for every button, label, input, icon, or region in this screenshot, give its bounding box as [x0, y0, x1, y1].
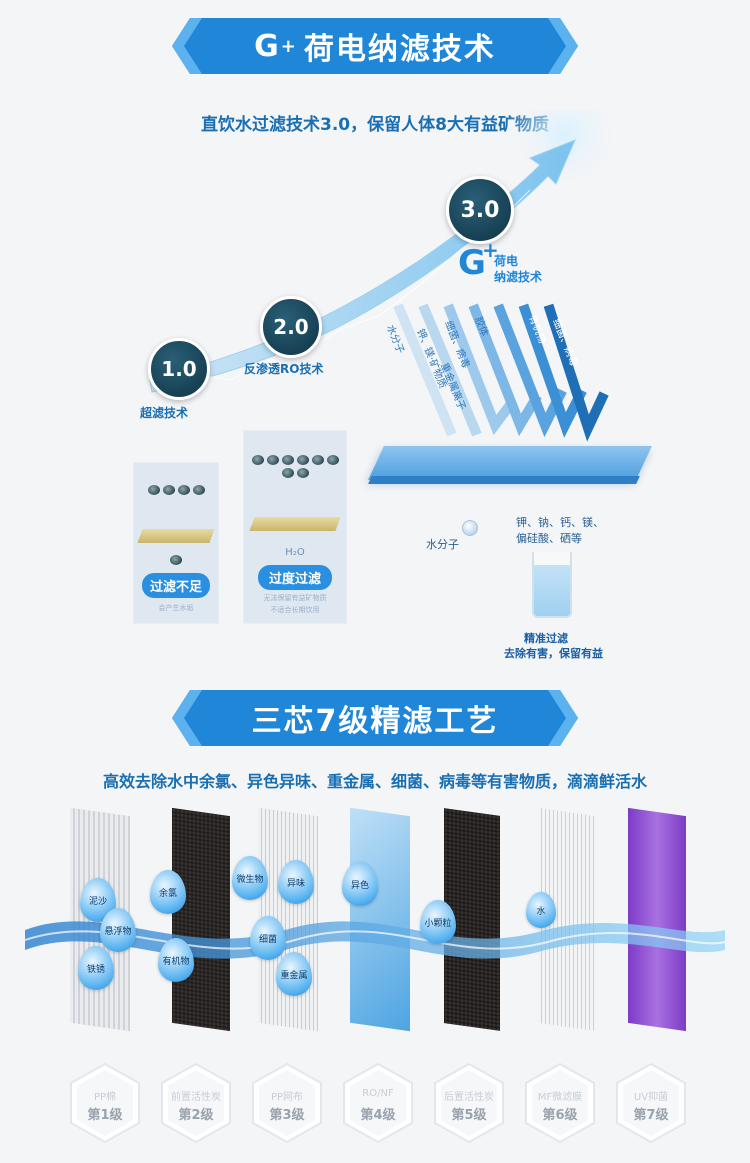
membrane-layer	[249, 517, 341, 531]
stage-1-badge: 1.0	[148, 338, 210, 400]
water-molecule-icon	[462, 520, 478, 536]
process-banner: 三芯7级精滤工艺	[172, 690, 578, 746]
drop-rust: 铁锈	[78, 946, 114, 990]
insufficient-filter-label: 过滤不足	[142, 573, 210, 598]
logo-line1: 荷电	[494, 254, 519, 268]
stage-badge-7: UV抑菌第7级	[614, 1062, 688, 1144]
stage-badge-level: 第3级	[269, 1108, 305, 1123]
over-filter-caption-2: 不适合长期饮用	[270, 606, 320, 614]
stage-3-badge: 3.0	[446, 176, 514, 244]
stage-badge-3: PP网布第3级	[250, 1062, 324, 1144]
logo-line2: 纳滤技术	[494, 270, 543, 284]
banner-title: 荷电纳滤技术	[303, 32, 496, 67]
stage-2-badge: 2.0	[260, 296, 322, 358]
particle-icon	[281, 455, 294, 465]
stage-badge-2: 前置活性炭第2级	[159, 1062, 233, 1144]
panel-insufficient-filter: 过滤不足 会产生水垢	[133, 462, 219, 624]
logo-brand: G	[458, 243, 486, 283]
banner-brand-sup: +	[280, 35, 298, 57]
particle-icon	[311, 455, 324, 465]
particle-icon	[147, 485, 160, 495]
drop-water: 水	[526, 892, 556, 928]
particle-icon	[170, 555, 182, 565]
stage-badge-level: 第2级	[178, 1108, 214, 1123]
drop-suspended: 悬浮物	[100, 908, 136, 952]
process-banner-title: 三芯7级精滤工艺	[251, 704, 499, 739]
water-glass-icon	[532, 552, 572, 618]
membrane-layer	[137, 529, 215, 543]
stage-badge-name: UV抑菌	[633, 1092, 669, 1103]
stage-badge-name: 前置活性炭	[171, 1092, 221, 1103]
particle-icon	[192, 485, 205, 495]
stage-badge-level: 第6级	[542, 1108, 578, 1123]
top-banner: G+ 荷电纳滤技术	[172, 18, 578, 74]
stage-badge-name: PP棉	[93, 1092, 117, 1103]
section2-subtitle: 高效去除水中余氯、异色异味、重金属、细菌、病毒等有害物质，滴滴鲜活水	[102, 772, 647, 791]
stage-badge-name: MF微滤膜	[537, 1092, 583, 1103]
stage-badge-level: 第5级	[451, 1108, 487, 1123]
stage-1-label: 超滤技术	[140, 406, 189, 420]
particle-icon	[326, 455, 339, 465]
stage-2-number: 2.0	[273, 315, 309, 339]
particle-icon	[177, 485, 190, 495]
section1-subtitle: 直饮水过滤技术3.0，保留人体8大有益矿物质	[201, 115, 549, 135]
stage-badge-1: PP棉第1级	[68, 1062, 142, 1144]
particle-icon	[162, 485, 175, 495]
stage-badges: document.write(''); PP棉第1级前置活性炭第2级PP网布第3…	[0, 1062, 750, 1152]
drop-bacteria: 细菌	[250, 916, 286, 960]
stage-2-label: 反渗透RO技术	[244, 362, 324, 376]
over-filter-label: 过度过滤	[258, 565, 332, 590]
h2o-label: H₂O	[285, 547, 305, 558]
water-molecule-label: 水分子	[426, 538, 459, 551]
result-line-1: 精准过滤	[524, 632, 568, 645]
drop-microbe: 微生物	[232, 856, 268, 900]
gplus-logo: G + 荷电 纳滤技术	[458, 238, 568, 286]
banner-brand: G	[254, 28, 281, 64]
stage-badge-level: 第4级	[360, 1108, 396, 1123]
stage-1-number: 1.0	[161, 357, 197, 381]
drop-small-particle: 小颗粒	[420, 900, 456, 944]
stage-3-number: 3.0	[460, 197, 500, 223]
minerals-label-2: 偏硅酸、硒等	[516, 532, 582, 545]
drop-chlorine: 余氯	[150, 870, 186, 914]
particle-icon	[251, 455, 264, 465]
water-flow-graphic	[25, 921, 725, 959]
drop-heavy-metal: 重金属	[276, 952, 312, 996]
particle-icon	[281, 468, 294, 478]
stage-badge-name: PP网布	[270, 1092, 304, 1103]
particle-icon	[296, 468, 309, 478]
drop-organic: 有机物	[158, 938, 194, 982]
membrane-edge	[368, 476, 640, 484]
stage-badge-5: 后置活性炭第5级	[432, 1062, 506, 1144]
nanofiltration-membrane	[368, 446, 652, 480]
result-line-2: 去除有害，保留有益	[504, 647, 603, 660]
stage-badge-name: RO/NF	[362, 1088, 394, 1099]
stage-badge-level: 第7级	[633, 1108, 669, 1123]
particle-icon	[266, 455, 279, 465]
filter-bands-graphic	[393, 303, 609, 442]
over-filter-caption-1: 无法保留有益矿物质	[263, 594, 327, 602]
particle-icon	[296, 455, 309, 465]
drop-color: 异色	[342, 862, 378, 906]
logo-sup: +	[482, 238, 499, 262]
insufficient-filter-caption: 会产生水垢	[158, 604, 194, 612]
drop-sediment: 泥沙	[80, 878, 116, 922]
stage-badge-4: RO/NF 第4级	[341, 1062, 415, 1144]
stage-badge-name: 后置活性炭	[444, 1092, 494, 1103]
stage-badge-level: 第1级	[87, 1108, 123, 1123]
drop-odor: 异味	[278, 860, 314, 904]
stage-badge-6: MF微滤膜第6级	[523, 1062, 597, 1144]
panel-over-filter: H₂O 过度过滤 无法保留有益矿物质 不适合长期饮用	[243, 430, 347, 624]
minerals-label-1: 钾、钠、钙、镁、	[516, 516, 604, 529]
